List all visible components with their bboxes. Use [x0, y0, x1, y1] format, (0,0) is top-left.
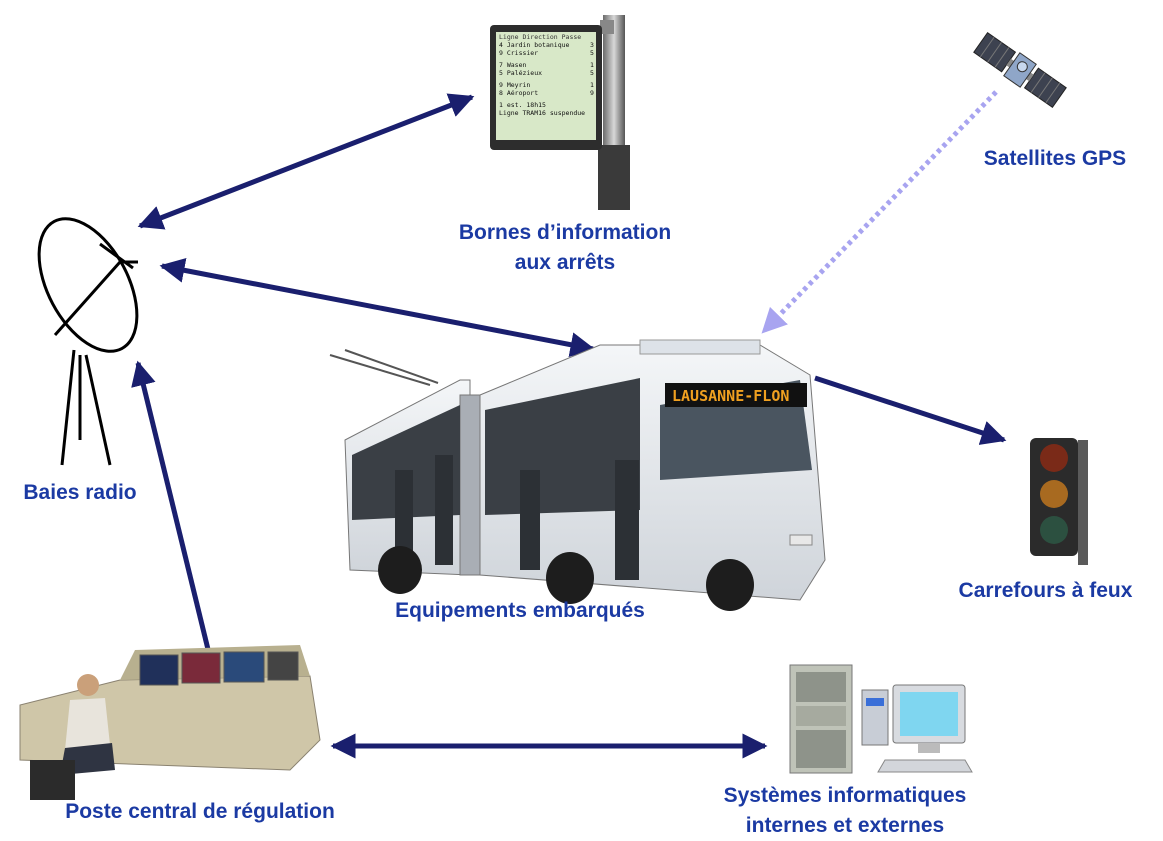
arrow-baies-poste	[131, 360, 222, 681]
label-satellites-gps: Satellites GPS	[983, 147, 1127, 170]
arrow-gps-bus	[761, 90, 998, 334]
borne-screen-row: 4 Jardin botanique	[499, 41, 570, 49]
borne-screen-row: 8 Aéroport	[499, 89, 538, 97]
borne-screen-row: 9 Crissier	[499, 49, 538, 57]
satellite-icon	[973, 31, 1067, 109]
label-bornes-information: Bornes d’information aux arrêts	[458, 221, 672, 274]
arrow-bus-carrefours	[814, 375, 1007, 445]
bus-destination-display: LAUSANNE-FLON	[672, 387, 789, 405]
borne-screen-minutes: 3	[590, 41, 594, 49]
traffic-light-icon	[1030, 438, 1088, 565]
control-center-icon	[19, 645, 321, 800]
borne-screen-row: 9 Meyrin	[499, 81, 530, 89]
trolleybus-icon: LAUSANNE-FLON	[329, 339, 826, 611]
borne-screen-minutes: 1	[590, 81, 594, 89]
label-carrefours-feux: Carrefours à feux	[958, 579, 1133, 602]
borne-screen-footer: Ligne TRAM16 suspendue	[499, 109, 585, 117]
borne-screen-footer: 1 est. 18h15	[499, 101, 546, 109]
arrow-baies-bornes	[137, 93, 475, 230]
borne-screen-minutes: 9	[590, 89, 594, 97]
label-systemes-informatiques: Systèmes informatiques internes et exter…	[723, 784, 967, 837]
label-equipements-embarques: Equipements embarqués	[395, 599, 645, 622]
borne-screen-minutes: 1	[590, 61, 594, 69]
radio-dish-icon	[37, 217, 139, 466]
label-baies-radio: Baies radio	[23, 481, 137, 504]
arrows	[131, 90, 1007, 759]
borne-screen-row: 5 Palézieux	[499, 69, 542, 77]
borne-screen-header: Ligne Direction Passe	[499, 33, 581, 41]
borne-screen-minutes: 5	[590, 69, 594, 77]
borne-screen-row: 7 Wasen	[499, 61, 526, 69]
computer-systems-icon	[789, 664, 973, 774]
label-poste-central: Poste central de régulation	[65, 800, 335, 823]
arrow-baies-equipements	[159, 257, 596, 358]
borne-screen-minutes: 5	[590, 49, 594, 57]
